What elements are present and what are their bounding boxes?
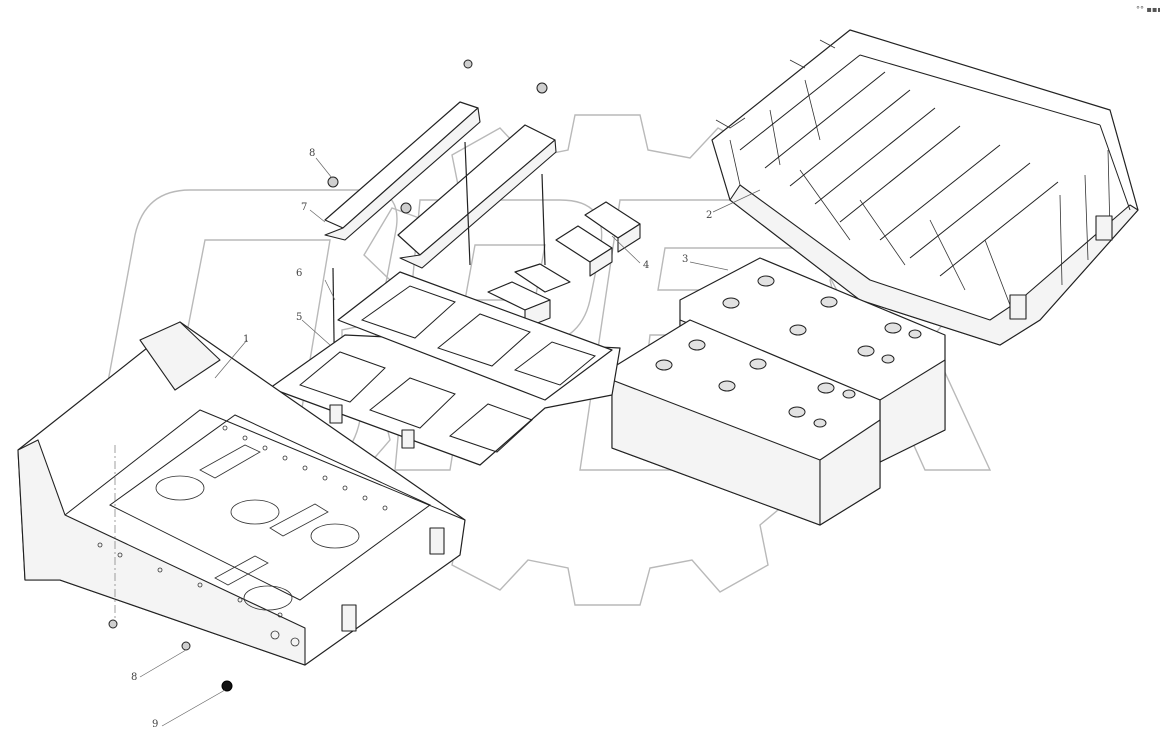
corner-mark: °° ▪▪▪ <box>1136 5 1160 14</box>
nut-icon <box>181 641 191 651</box>
callout-3: 3 <box>682 254 688 265</box>
battery-box-base <box>17 321 466 666</box>
nut-icon <box>400 202 412 214</box>
battery-pair <box>611 257 946 526</box>
leader-lines <box>139 157 761 727</box>
callout-4: 4 <box>643 260 649 271</box>
callout-8-bottom: 8 <box>131 672 137 683</box>
battery-terminals <box>655 275 922 428</box>
clamp-rails <box>324 101 557 269</box>
mounting-holes <box>97 425 388 647</box>
callout-1: 1 <box>243 334 249 345</box>
callout-6: 6 <box>296 268 302 279</box>
callout-8-top: 8 <box>309 148 315 159</box>
nut-icon <box>536 82 548 94</box>
nut-icon <box>108 619 118 629</box>
nut-icon <box>463 59 473 69</box>
battery-tray-frame <box>269 271 621 466</box>
callout-2: 2 <box>706 210 712 221</box>
battery-cover <box>711 29 1139 346</box>
callout-5: 5 <box>296 312 302 323</box>
clamp-plates <box>487 201 641 329</box>
callouts: 1 2 3 4 5 6 7 8 8 9 <box>131 148 712 730</box>
callout-9: 9 <box>152 719 158 730</box>
callout-7: 7 <box>301 202 307 213</box>
bolt-icon <box>221 680 233 692</box>
nut-icon <box>327 176 339 188</box>
